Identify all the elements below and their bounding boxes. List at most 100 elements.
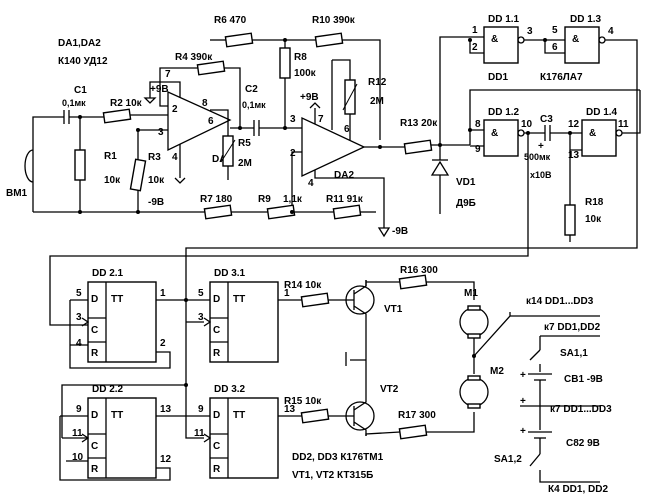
resistor-r17 (398, 424, 428, 440)
dd31-d: D (213, 294, 220, 305)
label-plus9v-1: +9В (150, 84, 169, 95)
dd31-c: C (213, 325, 220, 336)
label-minus9v-2: -9В (392, 226, 408, 237)
pin-dd22-9: 9 (76, 404, 82, 415)
label-c3: C3 (540, 114, 553, 125)
dd32-d: D (213, 410, 220, 421)
dd21-r: R (91, 348, 99, 359)
label-dd11: DD 1.1 (488, 14, 520, 25)
label-r3: R3 (148, 152, 161, 163)
label-r8-value: 100к (294, 68, 317, 79)
label-k7a: к7 DD1,DD2 (544, 322, 601, 333)
label-r4: R4 390к (175, 52, 213, 63)
label-vd1: VD1 (456, 177, 476, 188)
gate-dd13-symbol: & (572, 34, 579, 45)
label-dd14: DD 1.4 (586, 107, 618, 118)
pin-da1-6: 6 (208, 116, 214, 127)
dd22-r: R (91, 464, 99, 475)
label-c3-plus: + (538, 141, 544, 152)
pin-da2-3: 3 (290, 114, 296, 125)
dd21-c: C (91, 325, 98, 336)
opamp-da2 (301, 116, 366, 178)
label-m2: M2 (490, 366, 504, 377)
gate-dd11-symbol: & (491, 34, 498, 45)
label-c2-value: 0,1мк (242, 100, 266, 110)
label-da2: DA2 (334, 170, 354, 181)
resistor-r7 (203, 204, 233, 220)
dd22-d: D (91, 410, 98, 421)
pin-dd22-10: 10 (72, 452, 84, 463)
pin-da1-3: 3 (158, 127, 164, 138)
label-r17: R17 300 (398, 410, 436, 421)
pin-da2-4: 4 (308, 178, 314, 189)
label-m1: M1 (464, 288, 478, 299)
dd22-tt: ТТ (111, 410, 123, 421)
label-minus9v-1: -9В (148, 197, 164, 208)
label-c1: C1 (74, 85, 87, 96)
label-r3-value: 10к (148, 175, 165, 186)
label-k4: К4 DD1, DD2 (548, 484, 608, 495)
pin-dd31-5: 5 (198, 288, 204, 299)
pin-dd14-11: 11 (618, 119, 629, 130)
pin-da2-6: 6 (344, 124, 350, 135)
label-c1-value: 0,1мк (62, 98, 86, 108)
resistor-r3 (129, 158, 147, 192)
dd22-c: C (91, 441, 98, 452)
pin-da1-4: 4 (172, 152, 178, 163)
transistor-vt2 (345, 396, 375, 436)
label-r16: R16 300 (400, 265, 438, 276)
label-r9: R9 (258, 194, 271, 205)
dd31-tt: ТТ (233, 294, 245, 305)
resistor-r6 (224, 32, 254, 48)
gate-dd12 (483, 119, 519, 157)
dd31-r: R (213, 348, 221, 359)
label-dd22: DD 2.2 (92, 384, 124, 395)
label-dd2dd3: DD2, DD3 К176ТМ1 (292, 452, 384, 463)
label-vd1-type: Д9Б (456, 198, 476, 209)
resistor-r14 (300, 292, 330, 308)
label-k140: К140 УД12 (58, 56, 108, 67)
microphone-bm1 (24, 127, 34, 212)
resistor-r15 (300, 408, 330, 424)
label-c3-voltage: х10В (530, 170, 552, 180)
pin-da1-2: 2 (172, 104, 178, 115)
pin-dd14-13: 13 (568, 150, 580, 161)
motor-m2 (459, 375, 489, 409)
resistor-r4 (196, 60, 226, 76)
dd21-d: D (91, 294, 98, 305)
label-dd32: DD 3.2 (214, 384, 246, 395)
pin-dd21-3: 3 (76, 312, 82, 323)
capacitor-c1 (63, 110, 70, 124)
gate-dd12-symbol: & (491, 128, 498, 139)
pin-dd11-3: 3 (527, 26, 533, 37)
label-dd1: DD1 (488, 72, 508, 83)
resistor-r1 (74, 149, 86, 181)
gate-dd14-symbol: & (589, 128, 596, 139)
label-r12: R12 (368, 77, 387, 88)
pin-da1-8: 8 (202, 98, 208, 109)
label-r2: R2 10к (110, 98, 143, 109)
pin-dd12-9: 9 (475, 144, 481, 155)
resistor-r11 (332, 204, 362, 220)
battery-gb2 (528, 431, 552, 439)
gate-dd13 (564, 26, 600, 64)
pin-dd32-13: 13 (284, 404, 296, 415)
label-r14: R14 10к (284, 280, 322, 291)
label-r1: R1 (104, 151, 117, 162)
pin-dd11-2: 2 (472, 42, 478, 53)
label-r6: R6 470 (214, 15, 247, 26)
label-gb1: СВ1 -9В (564, 374, 603, 385)
pin-dd32-11: 11 (194, 428, 205, 439)
gate-dd11 (483, 26, 519, 64)
pin-da1-7: 7 (165, 69, 171, 80)
opamp-da1 (167, 90, 232, 152)
label-gb2: С82 9В (566, 438, 600, 449)
label-c2: C2 (245, 84, 258, 95)
label-r1-value: 10к (104, 175, 121, 186)
label-r12-value: 2М (370, 96, 384, 107)
label-gb1-plus: + (520, 370, 526, 381)
label-r8: R8 (294, 52, 307, 63)
pin-dd12-10: 10 (521, 119, 533, 130)
pin-dd31-3: 3 (198, 312, 204, 323)
pin-dd31-1: 1 (284, 288, 290, 299)
